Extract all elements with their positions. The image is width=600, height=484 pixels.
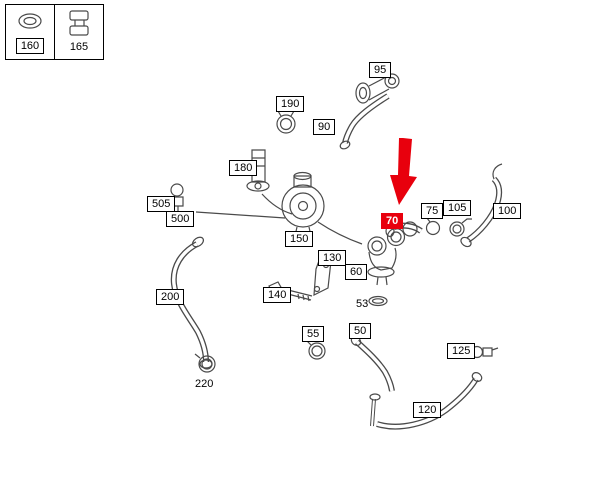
part-50-hose-drawing <box>350 335 395 392</box>
part-label-160[interactable]: 160 <box>15 38 45 54</box>
part-label-53: 53 <box>356 298 369 310</box>
part-label-120[interactable]: 120 <box>413 402 442 418</box>
part-label-165: 165 <box>69 41 89 53</box>
part-105-clamp-drawing <box>449 218 472 237</box>
part-label-90[interactable]: 90 <box>313 119 336 135</box>
part-label-75[interactable]: 75 <box>421 203 444 219</box>
part-label-125[interactable]: 125 <box>447 343 476 359</box>
part-label-190[interactable]: 190 <box>276 96 305 112</box>
legend-item-165: 165 <box>54 5 103 59</box>
part-55-clamp-drawing <box>306 340 326 360</box>
part-label-70-highlighted[interactable]: 70 <box>381 213 404 229</box>
part-label-220: 220 <box>195 378 214 390</box>
part-label-55[interactable]: 55 <box>302 326 325 342</box>
legend-box: 160 165 <box>5 4 104 60</box>
part-label-500[interactable]: 500 <box>166 211 195 227</box>
hose-clamp-icon <box>69 10 89 36</box>
part-190-clamp-drawing <box>276 110 296 134</box>
part-53-oring-drawing <box>368 295 388 307</box>
o-ring-icon <box>18 13 42 29</box>
part-125-connector-drawing <box>470 345 499 359</box>
part-label-130[interactable]: 130 <box>318 250 347 266</box>
part-220-clamp-drawing <box>194 353 216 373</box>
part-90-hose-drawing <box>339 93 390 150</box>
part-label-505[interactable]: 505 <box>147 196 176 212</box>
part-95-connector-drawing <box>355 73 400 104</box>
part-label-100[interactable]: 100 <box>493 203 522 219</box>
part-label-140[interactable]: 140 <box>263 287 292 303</box>
part-label-95[interactable]: 95 <box>369 62 392 78</box>
part-label-50[interactable]: 50 <box>349 323 372 339</box>
part-60-thermostat-drawing <box>367 227 406 286</box>
part-label-60[interactable]: 60 <box>345 264 368 280</box>
part-label-180[interactable]: 180 <box>229 160 258 176</box>
part-label-200[interactable]: 200 <box>156 289 185 305</box>
part-label-150[interactable]: 150 <box>285 231 314 247</box>
part-label-105[interactable]: 105 <box>443 200 472 216</box>
part-75-clamp-drawing <box>425 217 441 236</box>
part-120-hose-drawing <box>369 372 483 430</box>
legend-item-160: 160 <box>6 5 54 59</box>
down-arrow-icon <box>390 138 417 205</box>
